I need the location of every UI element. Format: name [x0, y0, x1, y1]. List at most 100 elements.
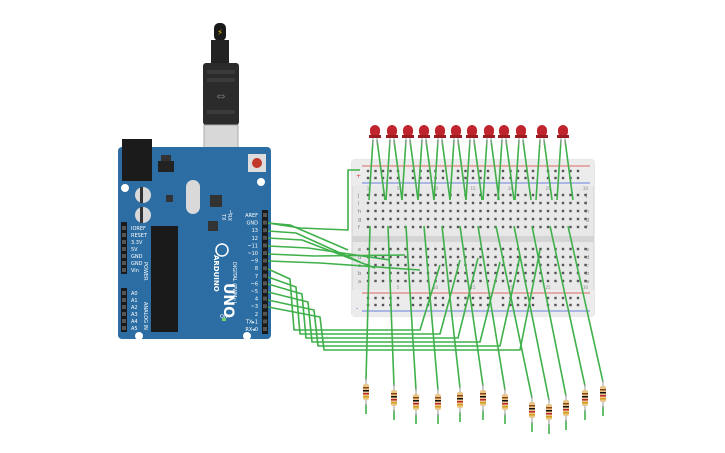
rail-hole[interactable]: [434, 296, 437, 300]
breadboard-hole[interactable]: [419, 255, 422, 259]
breadboard-hole[interactable]: [524, 225, 527, 229]
breadboard-hole[interactable]: [441, 271, 445, 275]
rail-hole[interactable]: [509, 303, 512, 307]
breadboard-hole[interactable]: [494, 217, 497, 221]
breadboard-hole[interactable]: [546, 209, 550, 213]
breadboard-hole[interactable]: [464, 225, 467, 229]
analog-pin-3[interactable]: [122, 312, 126, 316]
breadboard-hole[interactable]: [434, 255, 437, 259]
breadboard-hole[interactable]: [479, 255, 482, 259]
breadboard-hole[interactable]: [539, 255, 542, 259]
breadboard-hole[interactable]: [561, 201, 565, 205]
breadboard-hole[interactable]: [479, 271, 482, 275]
breadboard-hole[interactable]: [554, 263, 557, 267]
red-led[interactable]: [418, 125, 430, 145]
rail-hole[interactable]: [554, 169, 557, 173]
breadboard-hole[interactable]: [366, 247, 370, 251]
resistor[interactable]: [546, 398, 552, 426]
breadboard-hole[interactable]: [509, 279, 512, 283]
digital-pin-6[interactable]: [263, 258, 267, 263]
breadboard-hole[interactable]: [576, 217, 580, 221]
breadboard-hole[interactable]: [419, 271, 422, 275]
breadboard-hole[interactable]: [456, 255, 460, 259]
breadboard-hole[interactable]: [494, 193, 497, 197]
breadboard-hole[interactable]: [516, 279, 520, 283]
breadboard-hole[interactable]: [464, 279, 467, 283]
red-led[interactable]: [386, 125, 398, 145]
rail-hole[interactable]: [479, 303, 482, 307]
breadboard-hole[interactable]: [479, 209, 482, 213]
breadboard-hole[interactable]: [554, 209, 557, 213]
breadboard-hole[interactable]: [411, 193, 415, 197]
digital-pin-1[interactable]: [263, 220, 267, 225]
led-lead-wire[interactable]: [465, 139, 471, 201]
rail-hole[interactable]: [569, 296, 572, 300]
led-lead-wire[interactable]: [543, 139, 553, 201]
rail-hole[interactable]: [381, 303, 385, 307]
analog-pin-0[interactable]: [122, 291, 126, 295]
breadboard-hole[interactable]: [441, 247, 445, 251]
rail-hole[interactable]: [554, 176, 557, 180]
breadboard-hole[interactable]: [584, 193, 587, 197]
resistor-wire[interactable]: [549, 225, 586, 387]
signal-wire[interactable]: [267, 259, 461, 335]
resistor-wire[interactable]: [459, 225, 484, 387]
breadboard-hole[interactable]: [554, 193, 557, 197]
rail-hole[interactable]: [366, 176, 370, 180]
breadboard-hole[interactable]: [561, 217, 565, 221]
breadboard-hole[interactable]: [554, 225, 557, 229]
breadboard-hole[interactable]: [464, 247, 467, 251]
signal-wire[interactable]: [267, 253, 406, 257]
red-led[interactable]: [466, 125, 478, 145]
analog-pin-2[interactable]: [122, 305, 126, 309]
breadboard-hole[interactable]: [426, 255, 430, 259]
power-pin-1[interactable]: [122, 233, 126, 237]
rail-hole[interactable]: [441, 176, 445, 180]
breadboard-hole[interactable]: [584, 263, 587, 267]
rail-hole[interactable]: [524, 169, 527, 173]
rail-hole[interactable]: [456, 296, 460, 300]
rail-hole[interactable]: [411, 169, 415, 173]
breadboard-hole[interactable]: [441, 255, 445, 259]
breadboard-hole[interactable]: [381, 201, 385, 205]
breadboard-hole[interactable]: [546, 201, 550, 205]
breadboard-hole[interactable]: [509, 209, 512, 213]
breadboard-hole[interactable]: [396, 201, 400, 205]
breadboard-hole[interactable]: [449, 263, 452, 267]
breadboard-hole[interactable]: [404, 217, 407, 221]
breadboard-hole[interactable]: [516, 225, 520, 229]
breadboard-hole[interactable]: [396, 247, 400, 251]
breadboard-hole[interactable]: [456, 225, 460, 229]
rail-hole[interactable]: [486, 296, 490, 300]
rail-hole[interactable]: [396, 303, 400, 307]
breadboard-hole[interactable]: [396, 217, 400, 221]
breadboard-hole[interactable]: [366, 201, 370, 205]
rail-hole[interactable]: [426, 296, 430, 300]
breadboard-hole[interactable]: [494, 247, 497, 251]
led-lead-wire[interactable]: [433, 139, 439, 201]
breadboard-hole[interactable]: [411, 201, 415, 205]
rail-hole[interactable]: [569, 169, 572, 173]
breadboard-hole[interactable]: [441, 193, 445, 197]
breadboard-hole[interactable]: [486, 279, 490, 283]
breadboard-hole[interactable]: [366, 217, 370, 221]
digital-pin-8[interactable]: [263, 273, 267, 278]
breadboard-hole[interactable]: [531, 255, 535, 259]
led-lead-wire[interactable]: [368, 139, 374, 201]
breadboard-hole[interactable]: [381, 263, 385, 267]
breadboard-hole[interactable]: [374, 263, 377, 267]
breadboard-hole[interactable]: [456, 193, 460, 197]
breadboard-hole[interactable]: [479, 247, 482, 251]
resistor-wire[interactable]: [513, 225, 550, 401]
breadboard-hole[interactable]: [584, 271, 587, 275]
power-pin-0[interactable]: [122, 226, 126, 230]
breadboard-hole[interactable]: [539, 279, 542, 283]
breadboard-hole[interactable]: [426, 193, 430, 197]
breadboard-hole[interactable]: [404, 201, 407, 205]
digital-pin-11[interactable]: [263, 296, 267, 301]
breadboard-hole[interactable]: [516, 193, 520, 197]
power-pin-6[interactable]: [122, 268, 126, 272]
breadboard-hole[interactable]: [501, 217, 505, 221]
digital-pin-0[interactable]: [263, 213, 267, 217]
